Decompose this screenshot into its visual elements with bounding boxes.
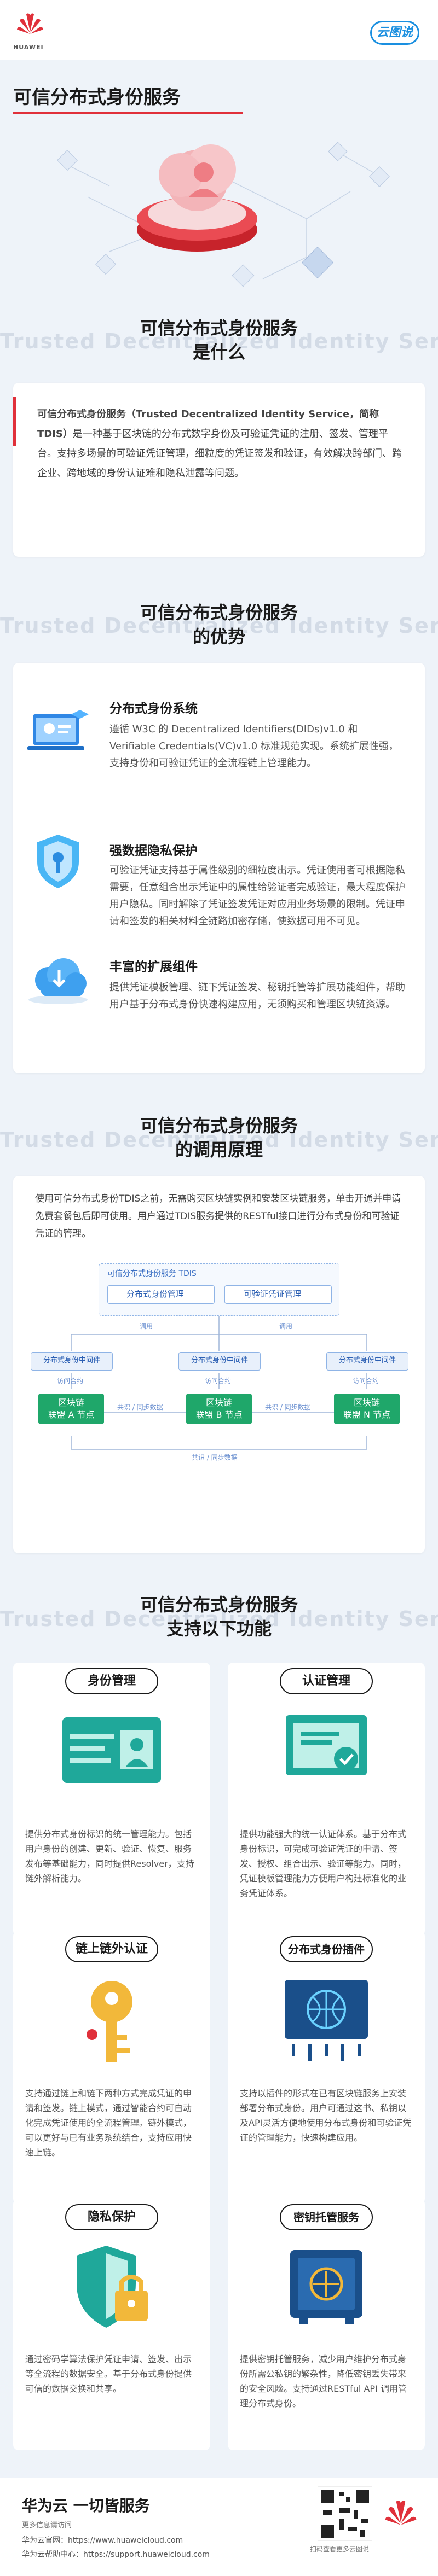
cloud-badge: 云图说 xyxy=(370,21,419,45)
func-card-6 xyxy=(228,2199,425,2450)
key-icon xyxy=(87,1981,132,2062)
func-card-2 xyxy=(228,1663,425,1936)
header-bar xyxy=(0,0,438,60)
id-card-icon xyxy=(62,1717,161,1783)
what-body: 是一种基于区块链的分布式数字身份及可验证凭证的注册、签发、管理平台。支持多场景的… xyxy=(37,428,402,479)
func-heading-2: 支持以下功能 xyxy=(166,1618,272,1639)
middleware-b: 分布式身份中间件 xyxy=(178,1352,261,1371)
qr-caption: 扫码查看更多云图说 xyxy=(310,2545,370,2553)
page-title: 可信分布式身份服务 xyxy=(13,86,181,108)
adv-title-1: 分布式身份系统 xyxy=(110,702,198,716)
func-title-1: 身份管理 xyxy=(65,1668,158,1694)
adv-heading-2: 的优势 xyxy=(192,626,245,647)
func-title-5: 隐私保护 xyxy=(65,2204,158,2230)
title-underline xyxy=(13,112,243,114)
huawei-logo-icon xyxy=(17,13,43,34)
plugin-network-icon xyxy=(285,1980,368,2061)
privacy-shield-icon xyxy=(37,835,79,888)
node-b: 区块链 联盟 B 节点 xyxy=(186,1394,252,1424)
footer-line1: 华为云官网：https://www.huaweicloud.com xyxy=(22,2534,183,2545)
func-card-1 xyxy=(13,1663,210,1936)
func-title-3: 链上链外认证 xyxy=(65,1936,158,1962)
access-label-n: 访问合约 xyxy=(353,1377,379,1385)
principle-heading-2: 的调用原理 xyxy=(175,1139,263,1160)
func-heading-1: 可信分布式身份服务 xyxy=(140,1594,298,1615)
privacy-lock-shield-icon xyxy=(77,2246,148,2328)
adv-heading-1: 可信分布式身份服务 xyxy=(140,602,298,623)
footer-sub: 更多信息请访问 xyxy=(22,2521,72,2530)
footer-brand: 华为云 一切皆服务 xyxy=(22,2497,150,2515)
func-card-4 xyxy=(228,1931,425,2204)
func-desc-4: 支持以插件的形式在已有区块链服务上安装部署分布式身份。用户可通过这书、私钥以及A… xyxy=(240,2088,412,2143)
footer-line1-label: 华为云官网： xyxy=(22,2536,68,2545)
what-card xyxy=(13,383,425,557)
distributed-identity-icon xyxy=(27,710,89,750)
what-heading-1: 可信分布式身份服务 xyxy=(140,318,298,339)
what-heading-2: 是什么 xyxy=(192,342,245,363)
access-label-a: 访问合约 xyxy=(57,1377,84,1385)
watermark-2: Trusted Decentralized Identity Service xyxy=(0,614,438,638)
adv-desc-3: 提供凭证模板管理、链下凭证签发、秘钥托管等扩展功能组件，帮助用户基于分布式身份快… xyxy=(110,982,405,1010)
safe-vault-icon xyxy=(290,2250,362,2324)
adv-card xyxy=(13,663,425,1073)
watermark-4: Trusted Decentralized Identity Service xyxy=(0,1607,438,1631)
node-a: 区块链 联盟 A 节点 xyxy=(38,1394,104,1424)
adv-desc-2: 可验证凭证支持基于属性级别的细粒度出示。凭证使用者可根据隐私需要，任意组合出示凭… xyxy=(110,865,405,927)
access-label-b: 访问合约 xyxy=(205,1377,232,1385)
principle-heading-1: 可信分布式身份服务 xyxy=(140,1115,298,1136)
official-site-link[interactable]: https://www.huaweicloud.com xyxy=(68,2536,183,2545)
principle-text: 使用可信分布式身份TDIS之前，无需购买区块链实例和安装区块链服务，单击开通并申… xyxy=(35,1193,401,1239)
sync-label-2: 共识 / 同步数据 xyxy=(265,1403,311,1411)
func-desc-5: 通过密码学算法保护凭证申请、签发、出示等全流程的数据安全。基于分布式身份提供可信… xyxy=(25,2354,192,2394)
certificate-icon xyxy=(286,1715,367,1775)
watermark-1: Trusted Decentralized Identity Service xyxy=(0,329,438,353)
principle-connectors xyxy=(71,1316,367,1450)
what-accent-bar xyxy=(13,397,16,446)
call-label-1: 调用 xyxy=(140,1322,153,1330)
sync-label-1: 共识 / 同步数据 xyxy=(117,1403,163,1411)
func-desc-2: 提供功能强大的统一认证体系。基于分布式身份标识，可完成可验证凭证的申请、签发、授… xyxy=(240,1829,407,1898)
func-title-2: 认证管理 xyxy=(280,1668,373,1694)
footer-line2-label: 华为云帮助中心： xyxy=(22,2550,83,2559)
mgmt-identity: 分布式身份管理 xyxy=(107,1285,215,1304)
extension-cloud-icon xyxy=(28,958,88,1004)
sync-label-3: 共识 / 同步数据 xyxy=(192,1454,238,1461)
func-desc-1: 提供分布式身份标识的统一管理能力。包括用户身份的创建、更新、验证、恢复、服务发布… xyxy=(25,1829,194,1884)
node-n: 区块链 联盟 N 节点 xyxy=(334,1394,400,1424)
footer-huawei-logo-icon xyxy=(385,2501,417,2525)
footer-line2: 华为云帮助中心：https://support.huaweicloud.com xyxy=(22,2549,210,2560)
adv-desc-1: 遵循 W3C 的 Decentralized Identifiers(DIDs)… xyxy=(110,724,399,769)
help-center-link[interactable]: https://support.huaweicloud.com xyxy=(83,2550,210,2559)
tdis-box-title: 可信分布式身份服务 TDIS xyxy=(107,1269,197,1278)
middleware-a: 分布式身份中间件 xyxy=(31,1352,113,1371)
hero-illustration xyxy=(56,142,390,287)
adv-title-2: 强数据隐私保护 xyxy=(110,844,198,858)
watermark-3: Trusted Decentralized Identity Service xyxy=(0,1128,438,1152)
qr-code-icon xyxy=(318,2486,372,2541)
adv-title-3: 丰富的扩展组件 xyxy=(110,960,198,974)
func-title-4: 分布式身份插件 xyxy=(280,1936,373,1962)
brand-text: HUAWEI xyxy=(13,44,44,51)
func-desc-6: 提供密钥托管服务，减少用户维护分布式身份所需公私钥的繁杂性，降低密钥丢失带来的安… xyxy=(240,2354,407,2409)
what-bold: 可信分布式身份服务（Trusted Decentralized Identity… xyxy=(37,409,379,440)
what-text: 可信分布式身份服务（Trusted Decentralized Identity… xyxy=(37,405,407,483)
mgmt-credential: 可验证凭证管理 xyxy=(224,1285,332,1304)
func-desc-3: 支持通过链上和链下两种方式完成凭证的申请和签发。链上模式，通过智能合约可自动化完… xyxy=(25,2088,192,2158)
call-label-2: 调用 xyxy=(279,1322,293,1330)
func-card-3 xyxy=(13,1931,210,2204)
middleware-n: 分布式身份中间件 xyxy=(326,1352,408,1371)
func-title-6: 密钥托管服务 xyxy=(280,2204,373,2230)
